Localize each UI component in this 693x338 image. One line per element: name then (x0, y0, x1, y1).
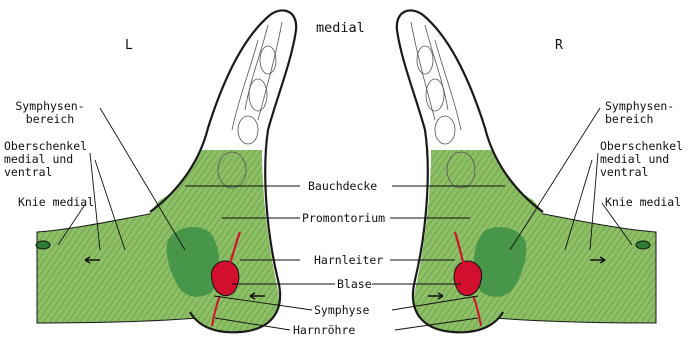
left-side-label: L (125, 38, 133, 53)
diagram-title: medial (316, 20, 365, 36)
label-symphyse: Symphyse (314, 304, 369, 317)
label-oberschenkel-left: Oberschenkel medial und ventral (4, 140, 87, 179)
left-knee-marker (36, 241, 50, 249)
label-harnleiter: Harnleiter (314, 254, 383, 267)
label-knie-medial-right: Knie medial (605, 196, 681, 209)
label-symphysen-bereich-left: Symphysen- bereich (4, 100, 96, 126)
label-oberschenkel-right: Oberschenkel medial und ventral (600, 140, 683, 179)
label-bauchdecke: Bauchdecke (308, 180, 377, 193)
label-knie-medial-left: Knie medial (18, 196, 94, 209)
label-promontorium: Promontorium (302, 212, 385, 225)
left-bladder (211, 261, 239, 296)
label-harnroehre: Harnröhre (293, 324, 355, 337)
label-blase: Blase (337, 278, 372, 291)
right-knee-marker (636, 241, 650, 249)
label-symphysen-bereich-right: Symphysen- bereich (605, 100, 674, 126)
right-bladder (454, 261, 482, 296)
right-side-label: R (555, 38, 563, 53)
